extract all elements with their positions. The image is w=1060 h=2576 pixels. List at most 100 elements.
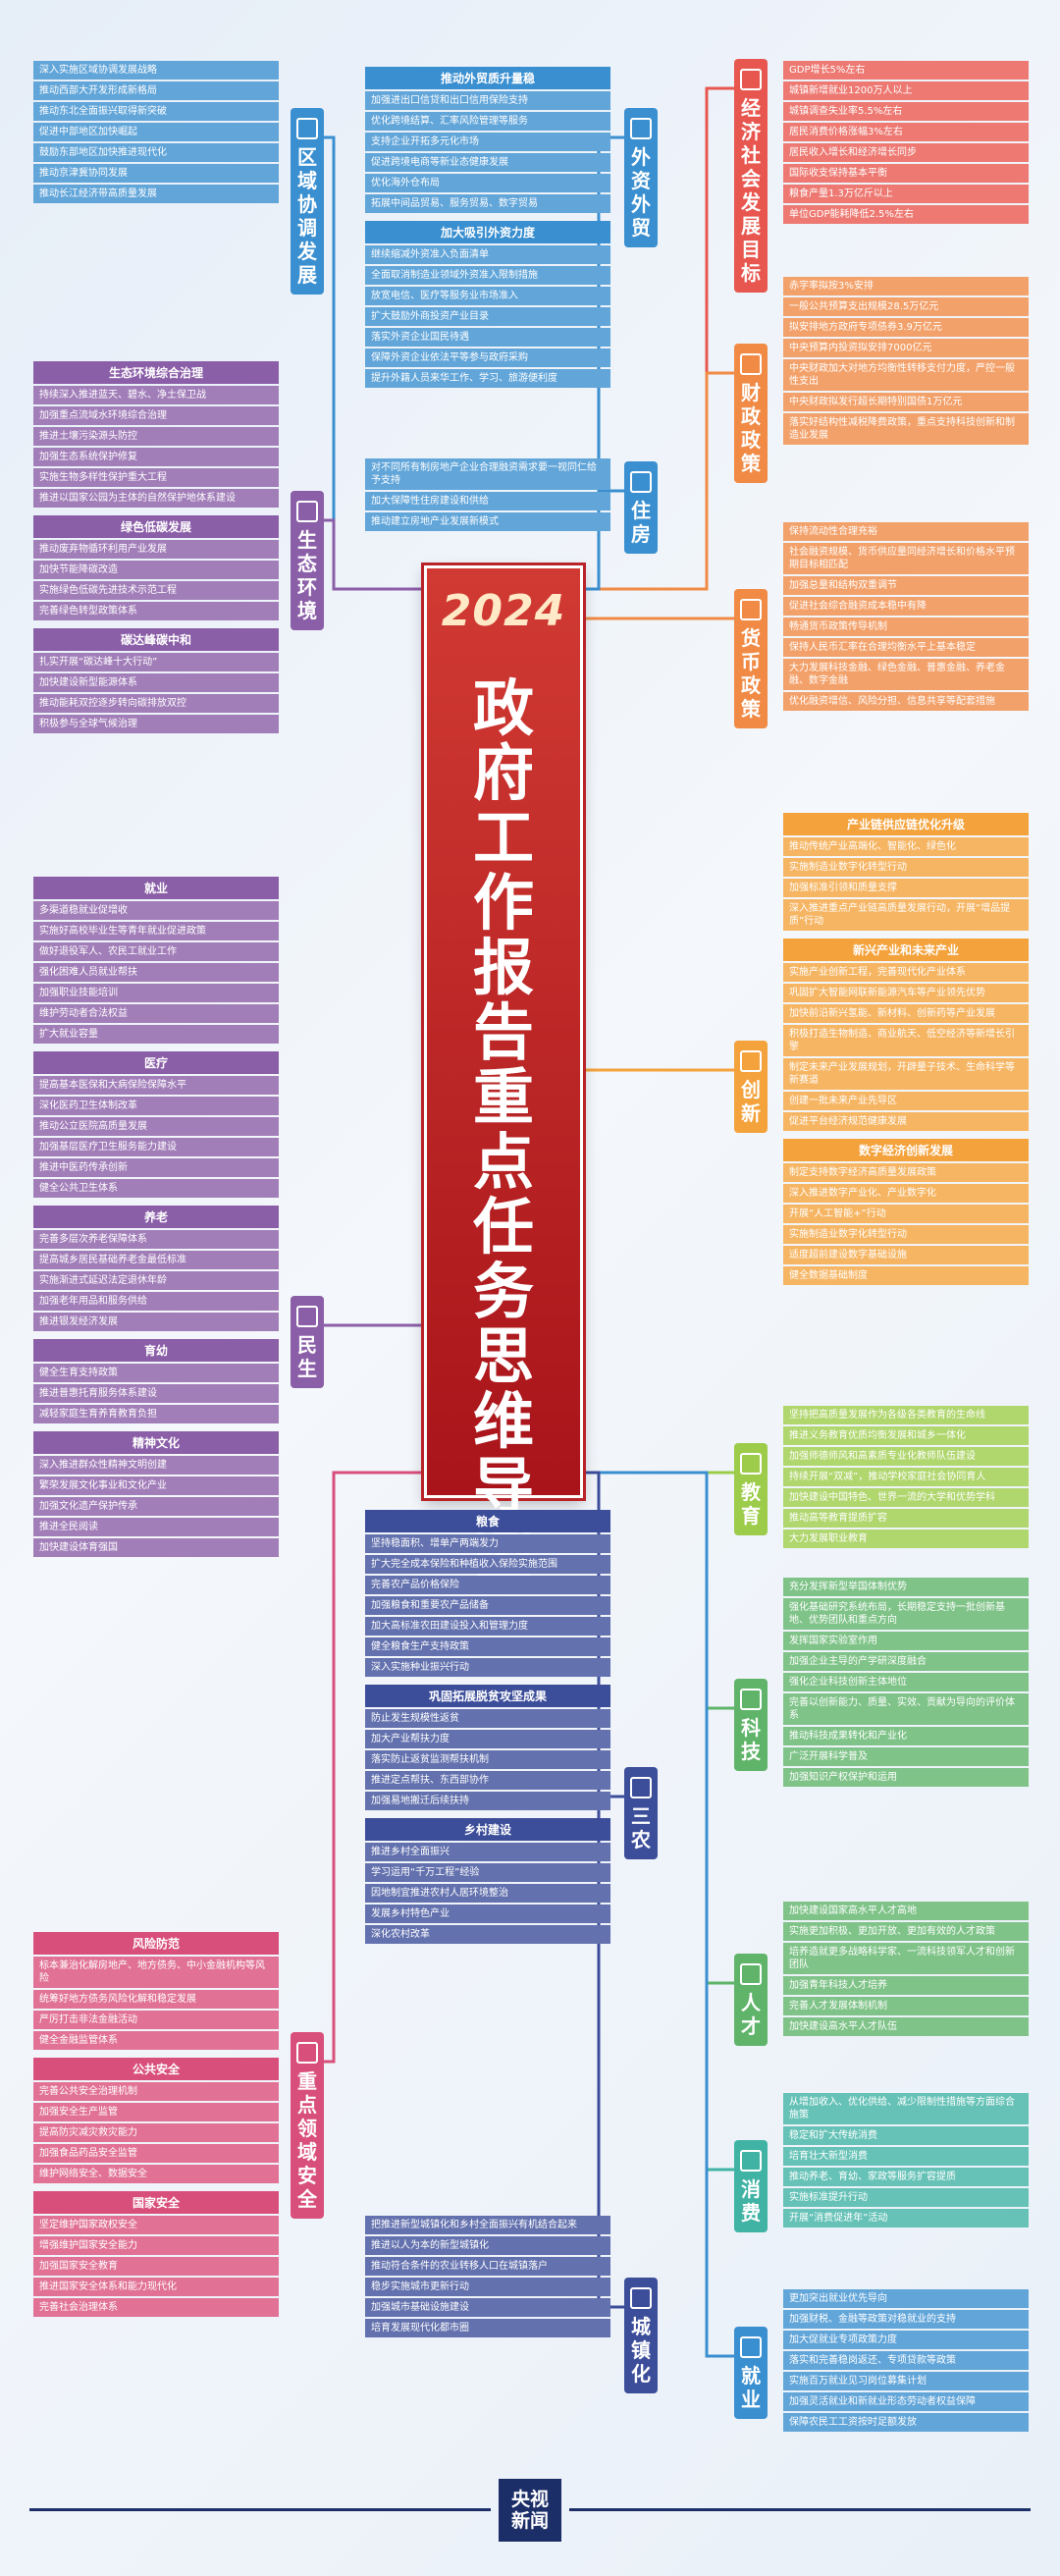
group-header: 生态环境综合治理 (33, 361, 279, 384)
list-item: 社会融资规模、货币供应量同经济增长和价格水平预期目标相匹配 (783, 543, 1029, 574)
list-item: 保障外资企业依法平等参与政府采购 (365, 349, 610, 367)
branch-icon (296, 1306, 318, 1327)
list-item: 优化融资增信、风险分担、信息共享等配套措施 (783, 692, 1029, 711)
list-item: 维护网络安全、数据安全 (33, 2165, 279, 2183)
list-item: 因地制宜推进农村人居环境整治 (365, 1884, 610, 1903)
list-item: 推进中医药传承创新 (33, 1158, 279, 1177)
branch-tag-5: 科技 (734, 1679, 768, 1771)
branch-tag-13: 区域协调发展 (291, 108, 324, 295)
list-item: 维护劳动者合法权益 (33, 1004, 279, 1023)
branch-label: 财政政策 (741, 381, 761, 475)
list-item: 加强老年用品和服务供给 (33, 1292, 279, 1311)
list-item: 推动京津冀协同发展 (33, 164, 279, 183)
list-item: 畅通货币政策传导机制 (783, 617, 1029, 636)
list-item: 推进以人为本的新型城镇化 (365, 2236, 610, 2255)
branch-box-12: 把推进新型城镇化和乡村全面振兴有机结合起来推进以人为本的新型城镇化推动符合条件的… (365, 2214, 610, 2337)
list-item: 全面取消制造业领域外资准入限制措施 (365, 266, 610, 285)
list-item: 完善农产品价格保险 (365, 1576, 610, 1594)
branch-tag-12: 城镇化 (624, 2278, 658, 2393)
list-item: 完善公共安全治理机制 (33, 2082, 279, 2101)
branch-tag-14: 生态环境 (291, 491, 324, 630)
group-header: 养老 (33, 1206, 279, 1228)
branch-tag-3: 创新 (734, 1041, 768, 1133)
list-item: 深入推进重点产业链高质量发展行动，开展“增品提质”行动 (783, 899, 1029, 931)
list-item: 中央财政拟发行超长期特别国债1万亿元 (783, 393, 1029, 411)
list-item: 实施更加积极、更加开放、更加有效的人才政策 (783, 1922, 1029, 1941)
list-item: 加强财税、金融等政策对稳就业的支持 (783, 2310, 1029, 2329)
group-header: 推动外贸质升量稳 (365, 67, 610, 89)
list-item: 加快建设高水平人才队伍 (783, 2017, 1029, 2036)
list-item: 加快前沿新兴氢能、新材料、创新药等产业发展 (783, 1004, 1029, 1023)
list-item: 稳步实施城市更新行动 (365, 2278, 610, 2296)
connector-line (577, 371, 734, 591)
list-item: 赤字率拟按3%安排 (783, 277, 1029, 295)
list-item: 深化农村改革 (365, 1925, 610, 1944)
list-item: 推动养老、育幼、家政等服务扩容提质 (783, 2168, 1029, 2186)
list-item: 完善以创新能力、质量、实效、贡献为导向的评价体系 (783, 1693, 1029, 1725)
group-header: 精神文化 (33, 1431, 279, 1454)
branch-box-5: 充分发挥新型举国体制优势强化基础研究系统布局，长期稳定支持一批创新基地、优势团队… (783, 1576, 1029, 1787)
branch-icon (740, 2150, 762, 2172)
list-item: 推动能耗双控逐步转向碳排放双控 (33, 694, 279, 713)
group-header: 粮食 (365, 1510, 610, 1532)
list-item: 标本兼治化解房地产、地方债务、中小金融机构等风险 (33, 1957, 279, 1988)
list-item: 繁荣发展文化事业和文化产业 (33, 1476, 279, 1495)
list-item: 扩大就业容量 (33, 1025, 279, 1044)
list-item: 加强文化遗产保护传承 (33, 1497, 279, 1516)
group-header: 公共安全 (33, 2058, 279, 2080)
list-item: 推进银发经济发展 (33, 1313, 279, 1331)
list-item: 增强维护国家安全能力 (33, 2236, 279, 2255)
logo-line-2: 新闻 (510, 2510, 549, 2532)
list-item: 优化跨境结算、汇率风险管理等服务 (365, 112, 610, 131)
list-item: 持续深入推进蓝天、碧水、净土保卫战 (33, 386, 279, 404)
branch-icon (630, 118, 652, 139)
list-item: 保持人民币汇率在合理均衡水平上基本稳定 (783, 638, 1029, 657)
list-item: 中央财政加大对地方均衡性转移支付力度，严控一般性支出 (783, 359, 1029, 391)
list-item: 加强师德师风和高素质专业化教师队伍建设 (783, 1447, 1029, 1466)
list-item: 培育壮大新型消费 (783, 2147, 1029, 2166)
list-item: 积极打造生物制造、商业航天、低空经济等新增长引擎 (783, 1025, 1029, 1056)
list-item: 支持企业开拓多元化市场 (365, 133, 610, 151)
branch-box-2: 保持流动性合理充裕社会融资规模、货币供应量同经济增长和价格水平预期目标相匹配加强… (783, 520, 1029, 711)
branch-label: 科技 (741, 1716, 761, 1763)
group-header: 国家安全 (33, 2191, 279, 2214)
connector-line (577, 1471, 734, 2358)
list-item: 提升外籍人员来华工作、学习、旅游便利度 (365, 369, 610, 388)
branch-label: 经济社会发展目标 (741, 96, 761, 285)
list-item: 扎实开展“碳达峰十大行动” (33, 653, 279, 671)
list-item: 城镇新增就业1200万人以上 (783, 81, 1029, 100)
list-item: 做好退役军人、农民工就业工作 (33, 942, 279, 961)
list-item: 健全金融监管体系 (33, 2031, 279, 2050)
list-item: 发挥国家实验室作用 (783, 1632, 1029, 1650)
list-item: 加强安全生产监管 (33, 2103, 279, 2121)
list-item: 实施好高校毕业生等青年就业促进政策 (33, 922, 279, 940)
branch-box-7: 从增加收入、优化供给、减少限制性措施等方面综合施策稳定和扩大传统消费培育壮大新型… (783, 2091, 1029, 2227)
list-item: 提高基本医保和大病保险保障水平 (33, 1076, 279, 1095)
branch-tag-7: 消费 (734, 2140, 768, 2232)
list-item: 实施产业创新工程，完善现代化产业体系 (783, 963, 1029, 982)
branch-tag-15: 民生 (291, 1296, 324, 1388)
list-item: 推进国家安全体系和能力现代化 (33, 2278, 279, 2296)
list-item: 保持流动性合理充裕 (783, 522, 1029, 541)
cctv-news-logo: 央视 新闻 (499, 2479, 561, 2542)
list-item: 加强标准引领和质量支撑 (783, 879, 1029, 897)
list-item: 大力发展职业教育 (783, 1530, 1029, 1548)
branch-tag-0: 经济社会发展目标 (734, 59, 768, 293)
footer-divider-left (29, 2508, 491, 2511)
list-item: 学习运用“千万工程”经验 (365, 1863, 610, 1882)
branch-tag-16: 重点领域安全 (291, 2032, 324, 2219)
branch-box-9: 推动外贸质升量稳加强进出口信贷和出口信用保险支持优化跨境结算、汇率风险管理等服务… (365, 59, 610, 388)
list-item: 加快建设国家高水平人才高地 (783, 1902, 1029, 1920)
branch-label: 消费 (741, 2177, 761, 2225)
list-item: 粮食产量1.3万亿斤以上 (783, 185, 1029, 203)
list-item: 推动公立医院高质量发展 (33, 1117, 279, 1136)
list-item: 继续缩减外资准入负面清单 (365, 245, 610, 264)
list-item: 加快建设中国特色、世界一流的大学和优势学科 (783, 1488, 1029, 1507)
list-item: 落实防止返贫监测帮扶机制 (365, 1750, 610, 1769)
list-item: 推动高等教育提质扩容 (783, 1509, 1029, 1528)
branch-label: 重点领域安全 (297, 2069, 317, 2211)
list-item: 提高防灾减灾救灾能力 (33, 2123, 279, 2142)
list-item: 实施百万就业见习岗位募集计划 (783, 2372, 1029, 2390)
branch-label: 人才 (741, 1991, 761, 2038)
branch-icon (740, 2336, 762, 2358)
